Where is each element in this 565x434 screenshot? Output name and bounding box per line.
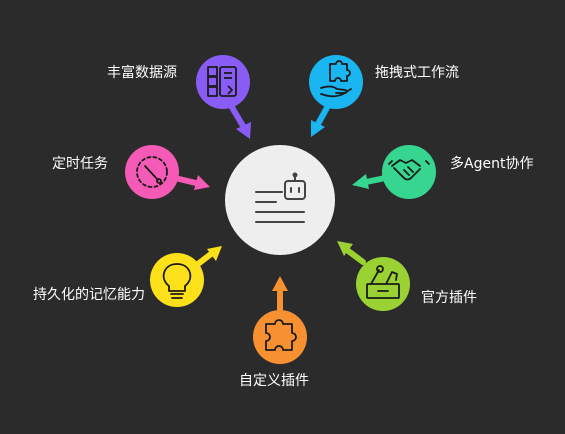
arrow-scheduled-tasks bbox=[172, 175, 210, 190]
arrow-rich-datasources bbox=[227, 101, 251, 139]
node-scheduled-tasks bbox=[125, 145, 179, 199]
center-hub bbox=[225, 145, 335, 255]
arrow-multi-agent bbox=[352, 174, 388, 189]
node-circle bbox=[382, 145, 436, 199]
node-circle bbox=[309, 55, 363, 109]
handshake-icon bbox=[388, 159, 430, 181]
node-persistent-memory bbox=[150, 253, 204, 307]
node-custom-plugins bbox=[253, 310, 307, 364]
arrow-drag-workflow bbox=[311, 101, 332, 137]
lightbulb-icon bbox=[162, 263, 192, 299]
label-custom-plugins: 自定义插件 bbox=[239, 373, 309, 389]
label-official-plugins: 官方插件 bbox=[421, 290, 477, 306]
node-official-plugins bbox=[356, 257, 410, 311]
node-circle bbox=[125, 145, 179, 199]
robot-chat-icon bbox=[255, 172, 306, 223]
label-rich-datasources: 丰富数据源 bbox=[107, 65, 177, 81]
node-circle bbox=[150, 253, 204, 307]
node-multi-agent bbox=[382, 145, 436, 199]
label-persistent-memory: 持久化的记忆能力 bbox=[33, 287, 145, 303]
node-circle bbox=[253, 310, 307, 364]
label-multi-agent: 多Agent协作 bbox=[450, 156, 534, 172]
label-scheduled-tasks: 定时任务 bbox=[52, 156, 108, 172]
puzzle-hand-icon bbox=[320, 60, 352, 98]
database-icon bbox=[207, 66, 237, 97]
node-drag-workflow bbox=[309, 55, 363, 109]
puzzle-icon bbox=[265, 319, 297, 351]
node-rich-datasources bbox=[196, 55, 250, 109]
toolbox-icon bbox=[366, 265, 400, 299]
timer-icon bbox=[136, 156, 168, 188]
label-drag-workflow: 拖拽式工作流 bbox=[375, 65, 459, 81]
center-circle bbox=[225, 145, 335, 255]
arrow-official-plugins bbox=[337, 241, 366, 265]
node-circle bbox=[196, 55, 250, 109]
arrow-custom-plugins bbox=[272, 276, 288, 315]
